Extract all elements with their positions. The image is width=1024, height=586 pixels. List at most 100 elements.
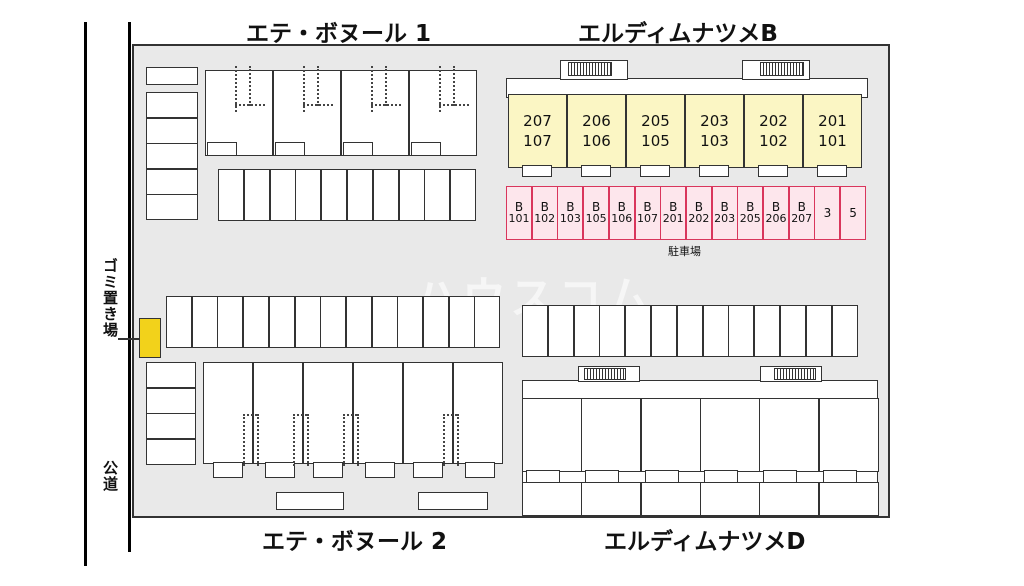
parking-building-label: B — [566, 200, 575, 214]
unit-number-lower: 101 — [818, 132, 847, 150]
parking-space — [397, 296, 424, 348]
parking-building-label: B — [591, 200, 601, 214]
parking-space — [347, 169, 373, 221]
building-d-unit — [581, 398, 642, 472]
building-b-entry — [581, 165, 611, 177]
parking-space — [805, 305, 832, 357]
unit-number-upper: 203 — [700, 112, 729, 130]
bike-space — [146, 194, 198, 220]
parking-building-label: B — [797, 200, 806, 214]
building-1-dashed-wall — [249, 66, 251, 106]
parking-space-b: 5 — [840, 186, 867, 240]
bike-space — [146, 168, 198, 195]
parking-space — [268, 296, 295, 348]
building-d-balcony — [522, 482, 582, 516]
building-2-unit — [303, 362, 353, 464]
bike-space — [146, 92, 198, 118]
parking-space — [424, 169, 451, 221]
parking-building-label: B — [694, 200, 703, 214]
unit-number-lower: 106 — [582, 132, 611, 150]
building-2-dashed-wall — [293, 414, 307, 416]
building-1-unit — [273, 70, 341, 156]
building-1-unit — [341, 70, 409, 156]
bin-box-bottom-right — [418, 492, 488, 510]
garbage-leader-line — [118, 338, 140, 340]
parking-space — [754, 305, 781, 357]
parking-space — [398, 169, 425, 221]
unit-number-upper: 202 — [759, 112, 788, 130]
parking-space — [269, 169, 296, 221]
building-b-entry — [522, 165, 552, 177]
building-1-entry — [275, 142, 305, 156]
building-b-stairs-left — [568, 62, 612, 76]
building-d-unit — [759, 398, 820, 472]
parking-space-number: 101 — [508, 212, 530, 225]
building-1-entry — [343, 142, 373, 156]
building-b-entry — [640, 165, 670, 177]
garbage-area-label: ゴミ置き場 — [101, 258, 119, 338]
parking-space — [474, 296, 501, 348]
parking-space — [294, 296, 321, 348]
building-2-entry — [413, 462, 443, 478]
parking-space-number: 106 — [611, 212, 633, 225]
unit-number-lower: 105 — [641, 132, 670, 150]
parking-space — [218, 169, 244, 221]
parking-building-label: B — [746, 200, 755, 214]
parking-space-number: 5 — [849, 206, 857, 220]
building-1-dashed-wall — [371, 66, 373, 112]
bike-space — [146, 438, 196, 465]
parking-space — [423, 296, 449, 348]
unit-number-lower: 102 — [759, 132, 788, 150]
parking-building-label: B — [720, 200, 729, 214]
building-d-unit — [522, 398, 582, 472]
building-2-entry — [465, 462, 495, 478]
parking-space-number: 107 — [637, 212, 658, 225]
building-d-balcony — [818, 482, 879, 516]
building-2-unit — [253, 362, 303, 464]
building-2-dashed-wall — [293, 414, 295, 466]
building-1-unit — [409, 70, 477, 156]
building-2-unit — [453, 362, 503, 464]
building-2-entry — [365, 462, 395, 478]
title-eldim-natsume-b: エルディムナツメB — [578, 21, 778, 47]
building-b-entry — [699, 165, 729, 177]
parking-space — [243, 169, 270, 221]
building-2-dashed-wall — [257, 414, 259, 466]
building-d-balcony — [640, 482, 701, 516]
parking-space — [651, 305, 677, 357]
building-d-balcony — [699, 482, 760, 516]
building-1-dashed-wall — [235, 66, 237, 112]
parking-space-number: 102 — [534, 212, 556, 225]
parking-space-number: 202 — [688, 212, 710, 225]
bin-box-bottom-left — [276, 492, 344, 510]
road-line-left — [84, 22, 87, 566]
building-1-entry — [411, 142, 441, 156]
parking-space-number: 105 — [585, 212, 607, 225]
bike-space — [146, 143, 198, 169]
building-2-entry — [213, 462, 243, 478]
building-b-entry — [758, 165, 788, 177]
parking-space — [217, 296, 244, 348]
road-line-right — [128, 22, 131, 552]
garbage-box — [139, 318, 161, 358]
parking-space — [573, 305, 600, 357]
building-1-dashed-wall — [303, 66, 305, 112]
parking-space-number: 201 — [662, 212, 684, 225]
building-1-dashed-wall — [439, 66, 441, 112]
parking-space — [780, 305, 806, 357]
parking-building-label: B — [669, 200, 678, 214]
bike-space — [146, 362, 196, 388]
building-2-entry — [265, 462, 295, 478]
parking-space — [320, 296, 347, 348]
public-road-label: 公道 — [101, 460, 119, 492]
